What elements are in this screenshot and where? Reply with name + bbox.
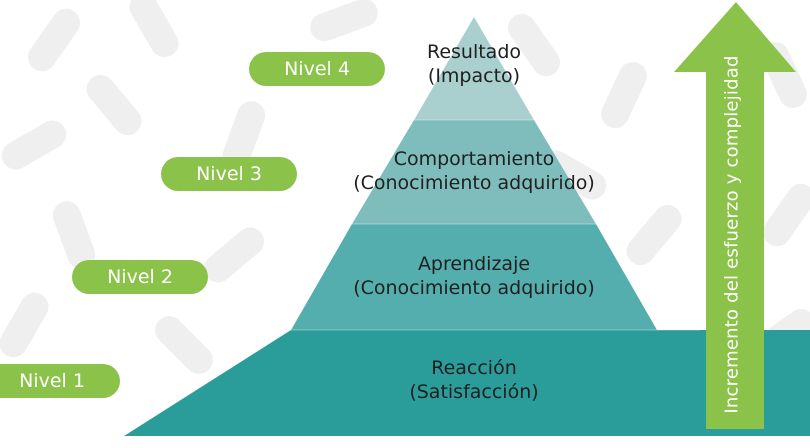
level-3-badge: Nivel 3 — [161, 157, 297, 191]
pyramid-tier-4 — [414, 17, 534, 120]
tier-3-label: Comportamiento (Conocimiento adquirido) — [294, 147, 654, 195]
arrow-label: Incremento del esfuerzo y complejidad — [721, 54, 743, 414]
level-2-badge: Nivel 2 — [72, 260, 208, 294]
tier-2-title: Aprendizaje — [417, 253, 531, 275]
tier-3-title: Comportamiento — [393, 148, 555, 170]
level-1-badge: Nivel 1 — [0, 364, 120, 398]
pyramid-tier-3 — [352, 120, 596, 224]
tier-4-subtitle: (Impacto) — [427, 65, 521, 87]
tier-4-title: Resultado — [426, 41, 522, 63]
pyramid-tier-1 — [124, 330, 810, 436]
tier-1-label: Reacción (Satisfacción) — [294, 356, 654, 404]
tier-1-subtitle: (Satisfacción) — [409, 381, 539, 403]
up-arrow-icon — [674, 2, 796, 429]
level-4-badge: Nivel 4 — [249, 52, 385, 86]
tier-4-label: Resultado (Impacto) — [294, 40, 654, 88]
arrow-label-container: Incremento del esfuerzo y complejidad — [700, 39, 764, 429]
pyramid-tier-2 — [291, 224, 657, 330]
tier-1-title: Reacción — [431, 357, 517, 379]
tier-3-subtitle: (Conocimiento adquirido) — [353, 172, 595, 194]
tier-dividers — [291, 119, 700, 331]
tier-2-label: Aprendizaje (Conocimiento adquirido) — [294, 252, 654, 300]
tier-2-subtitle: (Conocimiento adquirido) — [353, 277, 595, 299]
